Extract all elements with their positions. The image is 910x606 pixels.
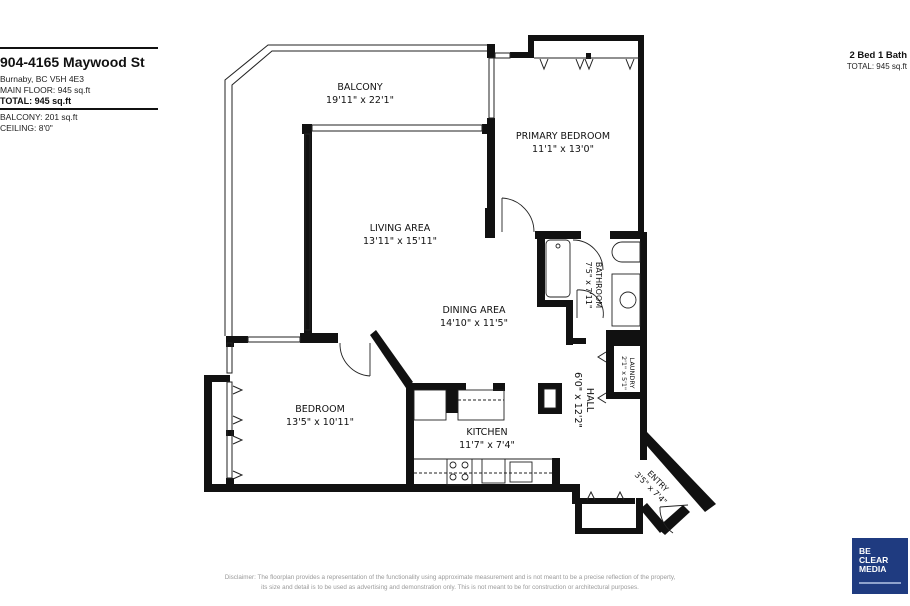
walls bbox=[204, 35, 716, 535]
city-line: Burnaby, BC V5H 4E3 bbox=[0, 74, 84, 84]
room-name-hall: HALL bbox=[584, 388, 595, 413]
room-dims-primary-bedroom: 11'1" x 13'0" bbox=[532, 144, 594, 155]
closet-lines bbox=[232, 57, 640, 501]
unit-summary: 2 Bed 1 Bath TOTAL: 945 sq.ft bbox=[847, 50, 907, 71]
room-dims-balcony: 19'11" x 22'1" bbox=[326, 95, 394, 106]
summary-total: TOTAL: 945 sq.ft bbox=[846, 62, 907, 71]
room-labels: BALCONY 19'11" x 22'1" PRIMARY BEDROOM 1… bbox=[286, 82, 670, 506]
room-dims-bedroom: 13'5" x 10'11" bbox=[286, 417, 354, 428]
logo-line-1: BE bbox=[859, 546, 871, 556]
disclaimer-line-2: its size and detail is to be used as adv… bbox=[261, 584, 639, 591]
property-address: 904-4165 Maywood St bbox=[0, 54, 145, 70]
room-name-laundry: LAUNDRY bbox=[628, 358, 636, 389]
bathroom-fixtures bbox=[545, 239, 641, 327]
balcony-area: BALCONY: 201 sq.ft bbox=[0, 112, 78, 122]
room-dims-hall: 6'0" x 12'2" bbox=[572, 372, 583, 428]
beds-baths: 2 Bed 1 Bath bbox=[849, 50, 907, 61]
balcony-outline bbox=[224, 44, 490, 336]
room-name-kitchen: KITCHEN bbox=[466, 427, 507, 438]
room-name-bedroom: BEDROOM bbox=[295, 404, 345, 415]
disclaimer-line-1: Disclaimer: The floorplan provides a rep… bbox=[224, 574, 676, 581]
divider bbox=[0, 47, 158, 49]
kitchen-fixtures bbox=[413, 388, 557, 486]
room-name-primary-bedroom: PRIMARY BEDROOM bbox=[516, 131, 610, 142]
total-area: TOTAL: 945 sq.ft bbox=[0, 96, 72, 106]
room-dims-laundry: 2'1" x 5'1" bbox=[620, 356, 628, 390]
logo-line-3: MEDIA bbox=[859, 564, 887, 574]
doors bbox=[339, 197, 689, 534]
room-dims-dining-area: 14'10" x 11'5" bbox=[440, 318, 508, 329]
room-name-bathroom: BATHROOM bbox=[594, 262, 603, 308]
divider bbox=[0, 108, 158, 110]
room-name-living-area: LIVING AREA bbox=[370, 223, 431, 234]
logo-line-2: CLEAR bbox=[859, 555, 889, 565]
windows bbox=[226, 52, 511, 479]
main-floor-area: MAIN FLOOR: 945 sq.ft bbox=[0, 85, 91, 95]
disclaimer: Disclaimer: The floorplan provides a rep… bbox=[170, 573, 730, 593]
room-dims-bathroom: 7'5" x 7'11" bbox=[584, 261, 593, 308]
be-clear-media-logo: BE CLEAR MEDIA bbox=[852, 538, 908, 594]
room-dims-living-area: 13'11" x 15'11" bbox=[363, 236, 437, 247]
room-dims-kitchen: 11'7" x 7'4" bbox=[459, 440, 515, 451]
room-name-balcony: BALCONY bbox=[337, 82, 383, 93]
ceiling-height: CEILING: 8'0" bbox=[0, 123, 53, 133]
logo-tagline-bar bbox=[859, 582, 901, 584]
room-name-dining-area: DINING AREA bbox=[442, 305, 506, 316]
